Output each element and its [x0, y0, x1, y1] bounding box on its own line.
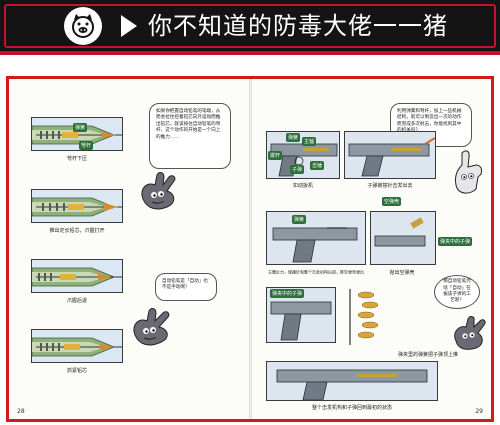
- glove-character-icon: [137, 171, 181, 213]
- bubble-4-text: 那自动铅笔为啥「自动」在拔该子弹的工艺呢？: [443, 279, 471, 304]
- lever-label: 拨杆: [268, 151, 283, 160]
- gun-panel-6: [266, 361, 438, 401]
- gun-panel-4: [370, 211, 436, 265]
- panel-4-caption: 抓紧铅芯: [66, 368, 88, 374]
- book-gutter: [249, 79, 252, 419]
- pencil-panel-1: [31, 117, 123, 151]
- speech-bubble-2: 自动铅笔是「自动」也不是手动啊！: [155, 273, 217, 301]
- magazine-bullets: [344, 287, 392, 347]
- pistol-cutaway-illustration: [267, 362, 437, 400]
- pistol-cutaway-illustration: [267, 212, 365, 264]
- pencil-cutaway-illustration: [32, 337, 122, 357]
- spring-label: 弹簧: [286, 133, 301, 142]
- hammer-label: 击锤: [310, 161, 325, 170]
- ejected-case-illustration: [371, 212, 435, 264]
- pencil-panel-4: [31, 329, 123, 363]
- bullet-label: 子弹: [290, 165, 305, 174]
- left-page-number: 28: [17, 408, 25, 415]
- pencil-cutaway-illustration: [32, 125, 122, 145]
- row-1-right-caption: 子弹被撞针击发出去: [367, 183, 413, 189]
- speech-bubble-4: 那自动铅笔为啥「自动」在拔该子弹的工艺呢？: [434, 275, 480, 309]
- pencil-panel-2: [31, 189, 123, 223]
- panel-1-caption: 弩杆下压: [66, 156, 88, 162]
- banner-spacer: [0, 55, 500, 75]
- pencil-cutaway-illustration: [32, 197, 122, 217]
- spring-label: 弹簧: [292, 215, 307, 224]
- speech-bubble-1: 如果你把握自动铅笔的笔端，从而会拉住控着铅芯向外运动而推出铅芯，就该按住自动铅笔…: [149, 103, 231, 169]
- right-page-number: 29: [475, 408, 483, 415]
- pencil-panel-3: [31, 259, 123, 293]
- book-spread: 弹簧 弩杆 弩杆下压 推出定长铅芯，爪握打开: [6, 76, 494, 422]
- bubble-2-text: 自动铅笔是「自动」也不是手动啊！: [162, 279, 208, 291]
- panel-3-caption: 爪握后退: [66, 298, 88, 304]
- empty-case-label: 空弹壳: [382, 197, 402, 206]
- row-2-right-caption: 抛出空弹壳: [389, 270, 415, 276]
- row-3-right-caption: 弹夹里的弹簧把子弹顶上推: [397, 352, 459, 358]
- banner-title: 你不知道的防毒大佬一一猪: [148, 12, 448, 40]
- glove-character-icon: [450, 315, 488, 353]
- row-4-caption: 整个击发机构和子弹回到最初的状态: [311, 405, 393, 411]
- left-page: 弹簧 弩杆 弩杆下压 推出定长铅芯，爪握打开: [9, 79, 249, 419]
- gun-panel-3: [266, 211, 366, 265]
- pencil-cutaway-illustration: [32, 267, 122, 287]
- pistol-cutaway-illustration: [345, 132, 435, 178]
- play-triangle-icon: [121, 15, 137, 37]
- row-2-left-caption: 主簧反力，使撞针和整个击发机构后退，推空弹壳弹出: [267, 270, 365, 276]
- spindle-label: 主轴: [302, 137, 317, 146]
- row-1-left-caption: 扣动扳机: [292, 183, 314, 189]
- gun-panel-2: [344, 131, 436, 179]
- glove-character-icon: [448, 149, 488, 197]
- bullet-stack-illustration: [349, 289, 379, 345]
- glove-character-icon: [127, 305, 177, 349]
- lever-label: 弩杆: [79, 141, 94, 150]
- right-page: 利用弹簧和弩杆，加上一些机械结构，就可以制造出一次的动作而完成多次射击，你能找到…: [252, 79, 491, 419]
- banner-frame: [4, 4, 496, 48]
- top-banner: 你不知道的防毒大佬一一猪: [0, 0, 500, 55]
- bubble-3-text: 利用弹簧和弩杆，加上一些机械结构，就可以制造出一次的动作而完成多次射击，你能找到…: [397, 109, 462, 133]
- pig-face-icon: [64, 7, 102, 45]
- magazine-bullet-label: 弹夹中的子弹: [438, 237, 473, 246]
- magazine-bullet-label: 弹夹中的子弹: [270, 289, 305, 298]
- panel-2-caption: 推出定长铅芯，爪握打开: [49, 228, 105, 234]
- spring-label: 弹簧: [73, 123, 88, 132]
- bubble-1-text: 如果你把握自动铅笔的笔端，从而会拉住控着铅芯向外运动而推出铅芯，就该按住自动铅笔…: [156, 109, 221, 140]
